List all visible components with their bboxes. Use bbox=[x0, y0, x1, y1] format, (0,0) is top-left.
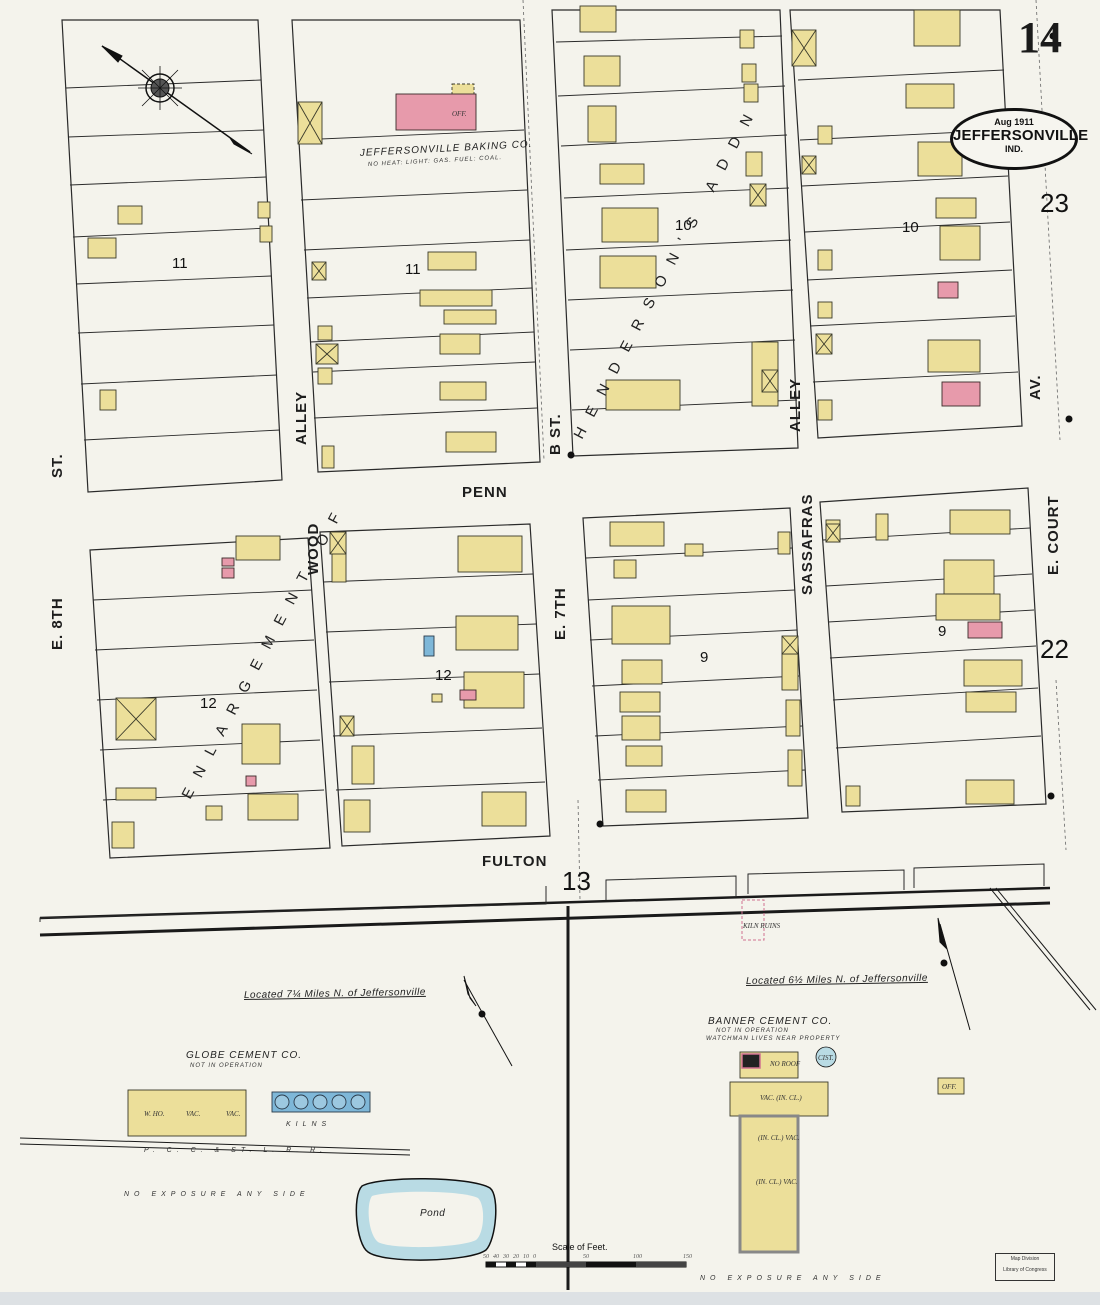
lot-lines bbox=[65, 35, 1042, 801]
scale-tick: 40 bbox=[493, 1253, 499, 1260]
banner-vacant-1-label: VAC. (IN. CL.) bbox=[760, 1094, 802, 1102]
railroad-lines bbox=[19, 886, 1097, 1290]
railroad-label: P. C. C. & ST. L. R. R. bbox=[144, 1147, 327, 1154]
stone-buildings bbox=[271, 635, 435, 1113]
street-label: AV. bbox=[1027, 374, 1044, 400]
water-pipes bbox=[522, 0, 1067, 901]
pond bbox=[355, 1178, 497, 1261]
block-number: 12 bbox=[200, 695, 217, 712]
x-marked-sheds bbox=[115, 29, 841, 741]
globe-warehouse-label: W. HO. bbox=[144, 1110, 165, 1118]
scale-tick: 100 bbox=[633, 1254, 642, 1260]
map-date: Aug 1911 bbox=[994, 117, 1034, 127]
baking-co-office-label: OFF. bbox=[452, 110, 467, 118]
street-label: E. 7TH bbox=[552, 587, 569, 640]
block-number: 9 bbox=[938, 623, 946, 640]
block-numbers: 11 11 10 10 12 12 9 9 bbox=[172, 217, 946, 712]
street-label: ALLEY bbox=[293, 391, 310, 445]
frame-buildings bbox=[87, 5, 1023, 1254]
boiler-icon bbox=[741, 1053, 761, 1069]
globe-cement-name: GLOBE CEMENT CO. bbox=[186, 1050, 302, 1061]
scale-tick: 30 bbox=[502, 1254, 509, 1260]
cistern-label: CIST. bbox=[818, 1054, 834, 1062]
cistern-icon bbox=[815, 1046, 837, 1068]
banner-cement-status: NOT IN OPERATION bbox=[716, 1028, 789, 1034]
scan-border bbox=[0, 1292, 1100, 1305]
street-label: SASSAFRAS bbox=[799, 493, 816, 595]
hydrants bbox=[567, 32, 1073, 828]
scale-tick: 20 bbox=[513, 1254, 519, 1260]
street-label: PENN bbox=[462, 484, 508, 501]
adjoining-sheet-number: 23 bbox=[1040, 188, 1069, 218]
banner-vacant-2-label: (IN. CL.) VAC. bbox=[758, 1134, 800, 1142]
stamp-line-1: Map Division bbox=[1010, 1256, 1040, 1262]
map-state: IND. bbox=[1005, 144, 1023, 154]
map-city: JEFFERSONVILLE bbox=[953, 127, 1089, 144]
north-arrow-icon bbox=[463, 917, 971, 1067]
street-label: B ST. bbox=[547, 413, 564, 455]
banner-cement-name: BANNER CEMENT CO. bbox=[708, 1016, 832, 1027]
adjoining-sheet-numbers: 23 22 13 bbox=[562, 188, 1069, 896]
sheet-number: 14 bbox=[1018, 13, 1062, 62]
banner-exposure-note: NO EXPOSURE ANY SIDE bbox=[700, 1275, 886, 1282]
title-cartouche: Aug 1911 JEFFERSONVILLE IND. bbox=[950, 108, 1089, 170]
scale-tick: 50 bbox=[483, 1254, 489, 1260]
stamp-line-2: Library of Congress bbox=[1003, 1267, 1047, 1273]
globe-cement-status: NOT IN OPERATION bbox=[190, 1063, 263, 1069]
globe-vacant-label: VAC. bbox=[186, 1110, 201, 1118]
block-number: 11 bbox=[172, 255, 188, 272]
scale-bar bbox=[485, 1261, 687, 1268]
globe-kilns-label: KILNS bbox=[286, 1121, 331, 1128]
street-labels: ST. E. 8TH ALLEY WOOD B ST. E. 7TH ALLEY SASSAF… bbox=[49, 374, 1062, 870]
pond-label: Pond bbox=[420, 1208, 445, 1219]
block-number: 12 bbox=[435, 667, 452, 684]
kiln-ruins-label: KILN RUINS bbox=[742, 922, 781, 930]
block-number: 10 bbox=[675, 217, 692, 234]
block-number: 11 bbox=[405, 261, 421, 278]
street-label: E. COURT bbox=[1045, 495, 1062, 575]
compass-rose-icon bbox=[101, 45, 253, 155]
banner-no-roof-label: NO ROOF bbox=[769, 1060, 801, 1068]
scale-tick: 50 bbox=[583, 1254, 589, 1260]
banner-location-note: Located 6½ Miles N. of Jeffersonville bbox=[746, 973, 928, 987]
fulton-frontage bbox=[39, 863, 1045, 941]
globe-location-note: Located 7¼ Miles N. of Jeffersonville bbox=[244, 986, 426, 1001]
street-label: ALLEY bbox=[787, 378, 804, 432]
scale-bar-title: Scale of Feet. bbox=[552, 1242, 608, 1252]
globe-vacant-label-2: VAC. bbox=[226, 1110, 241, 1118]
scale-tick: 0 bbox=[533, 1254, 536, 1260]
scale-tick: 150 bbox=[683, 1254, 692, 1260]
street-label: FULTON bbox=[482, 853, 547, 870]
street-label: WOOD bbox=[305, 523, 322, 575]
block-number: 10 bbox=[902, 219, 919, 236]
adjoining-sheet-number: 22 bbox=[1040, 634, 1069, 664]
adjoining-sheet-number: 13 bbox=[562, 866, 591, 896]
library-stamp: Map Division Library of Congress bbox=[995, 1253, 1055, 1281]
globe-exposure-note: NO EXPOSURE ANY SIDE bbox=[124, 1191, 310, 1198]
kiln-circles bbox=[274, 1094, 366, 1110]
block-number: 9 bbox=[700, 649, 708, 666]
scale-tick: 10 bbox=[523, 1254, 529, 1260]
baking-co-name: JEFFERSONVILLE BAKING CO. bbox=[359, 139, 533, 159]
street-label: E. 8TH bbox=[49, 597, 66, 650]
banner-office-label: OFF. bbox=[942, 1083, 957, 1091]
banner-vacant-3-label: (IN. CL.) VAC. bbox=[756, 1178, 798, 1186]
banner-cement-watchman: WATCHMAN LIVES NEAR PROPERTY bbox=[706, 1036, 840, 1042]
brick-buildings bbox=[221, 93, 1003, 787]
street-label: ST. bbox=[49, 453, 66, 478]
